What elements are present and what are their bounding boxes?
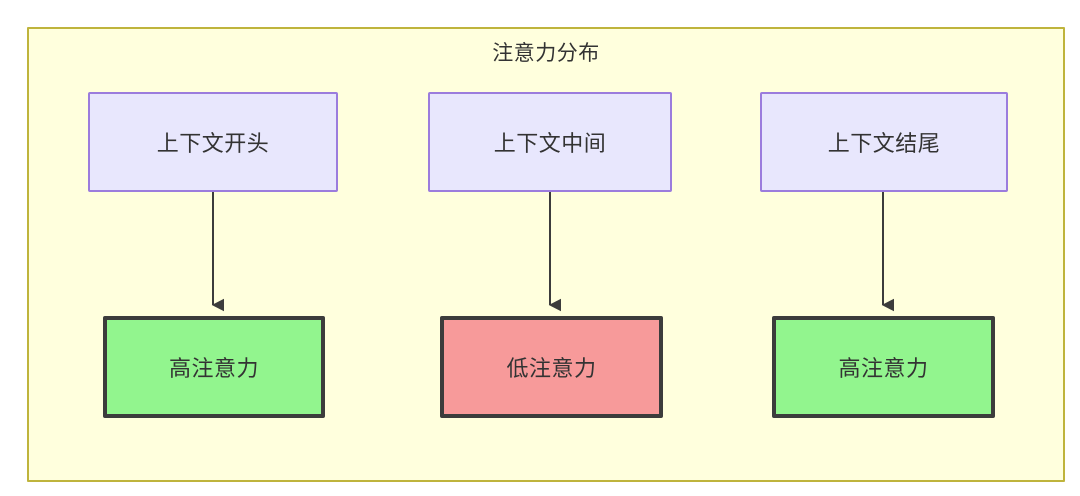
node-label: 高注意力 — [838, 356, 929, 381]
node-attention-low-middle[interactable]: 低注意力 — [440, 316, 663, 418]
subgraph-title: 注意力分布 — [492, 42, 600, 65]
node-context-start[interactable]: 上下文开头 — [88, 92, 338, 192]
node-label: 上下文中间 — [493, 131, 607, 156]
node-label: 上下文结尾 — [827, 131, 941, 156]
node-context-middle[interactable]: 上下文中间 — [428, 92, 672, 192]
node-label: 低注意力 — [506, 356, 597, 381]
node-context-end[interactable]: 上下文结尾 — [760, 92, 1008, 192]
node-attention-high-end[interactable]: 高注意力 — [772, 316, 995, 418]
node-label: 上下文开头 — [156, 131, 270, 156]
node-attention-high-start[interactable]: 高注意力 — [103, 316, 325, 418]
node-label: 高注意力 — [168, 356, 259, 381]
